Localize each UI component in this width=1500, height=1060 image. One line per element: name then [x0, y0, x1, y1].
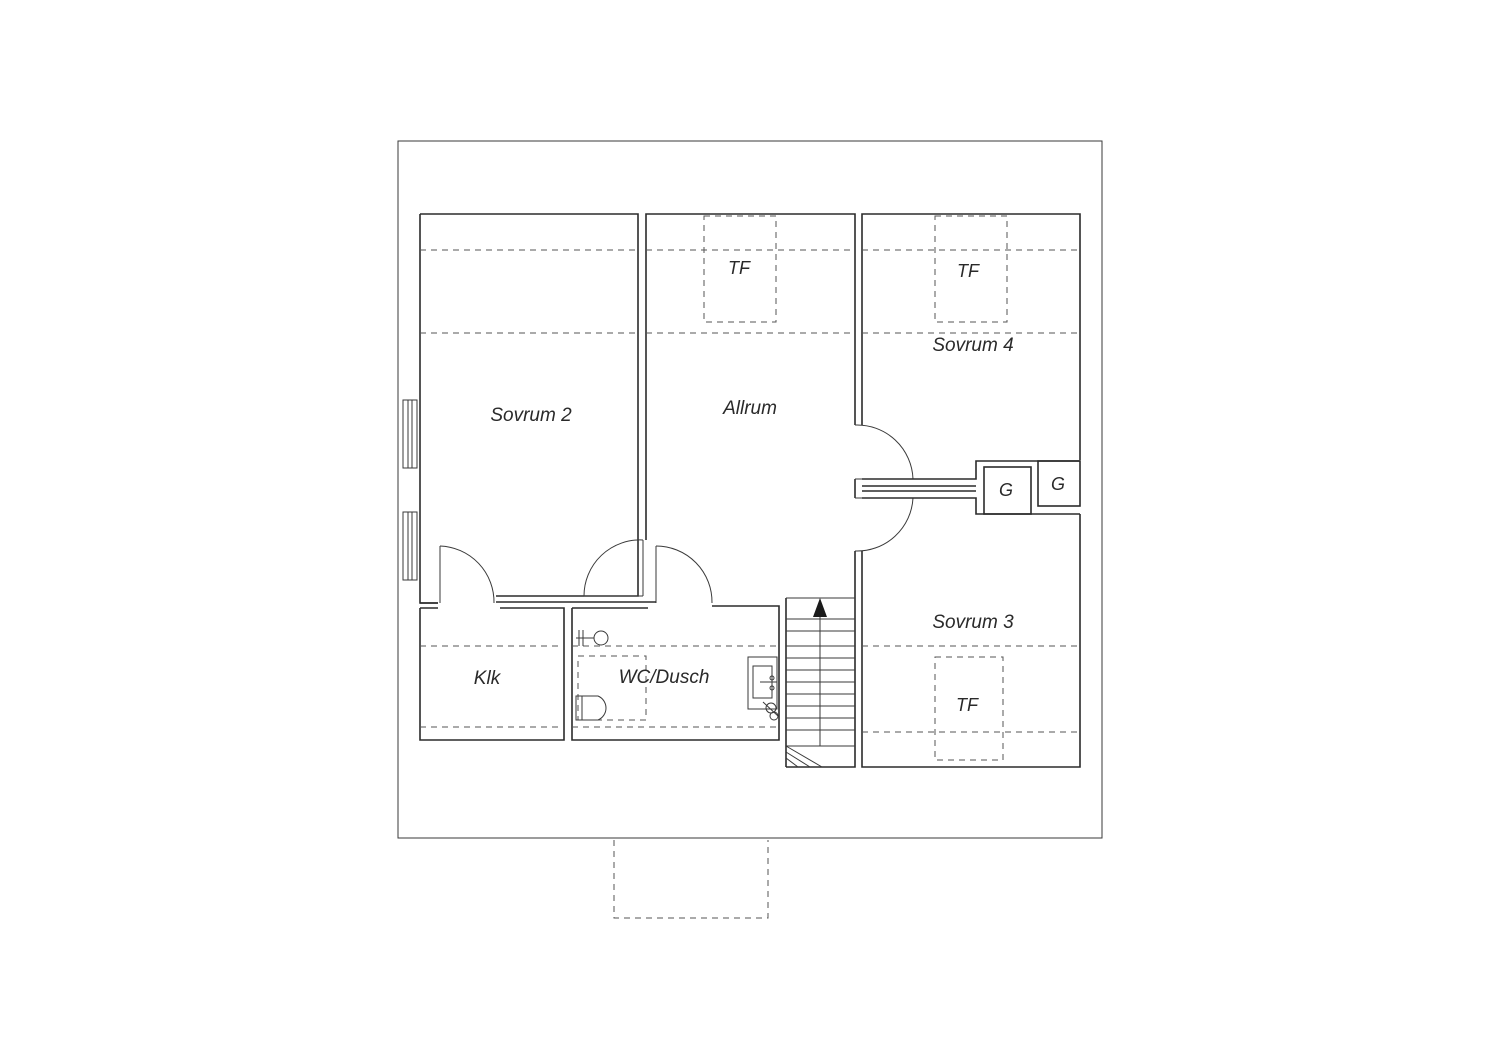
door-wc [655, 545, 713, 604]
room-wc-dusch [496, 601, 780, 741]
door-sovrum4 [854, 424, 914, 480]
roof-outline [397, 140, 1103, 839]
wardrobe-left [983, 466, 1032, 515]
door-sovrum3 [854, 497, 914, 552]
label-g-left: G [999, 480, 1013, 500]
label-sovrum-2: Sovrum 2 [490, 405, 572, 426]
door-sovrum2 [439, 545, 495, 604]
shower-icon [576, 630, 609, 646]
door-allrum-left [583, 539, 644, 597]
label-allrum: Allrum [722, 398, 777, 419]
stair-arrow-icon [813, 598, 827, 617]
label-sovrum-4: Sovrum 4 [932, 335, 1013, 356]
partition-bedrooms [862, 460, 1080, 515]
wardrobe-right [1037, 460, 1081, 507]
sink-icon [747, 656, 778, 710]
label-klk: Klk [474, 668, 502, 689]
room-sovrum-3 [861, 514, 1081, 768]
label-sovrum-3: Sovrum 3 [932, 612, 1014, 633]
window-lower [402, 511, 418, 581]
toilet-icon [575, 695, 607, 721]
drain-icon [762, 701, 779, 721]
staircase [785, 597, 855, 768]
room-allrum [645, 213, 856, 540]
label-tf-allrum: TF [728, 258, 751, 278]
room-sovrum-2 [419, 213, 639, 604]
balcony-outline [613, 840, 769, 919]
allrum-wall-lower [786, 551, 856, 768]
label-g-right: G [1051, 474, 1065, 494]
room-klk [419, 607, 565, 741]
window-upper [402, 399, 418, 469]
label-tf-sovrum-4: TF [957, 261, 980, 281]
label-wc-dusch: WC/Dusch [619, 667, 710, 688]
room-sovrum-4 [861, 213, 1081, 460]
label-tf-sovrum-3: TF [956, 695, 979, 715]
